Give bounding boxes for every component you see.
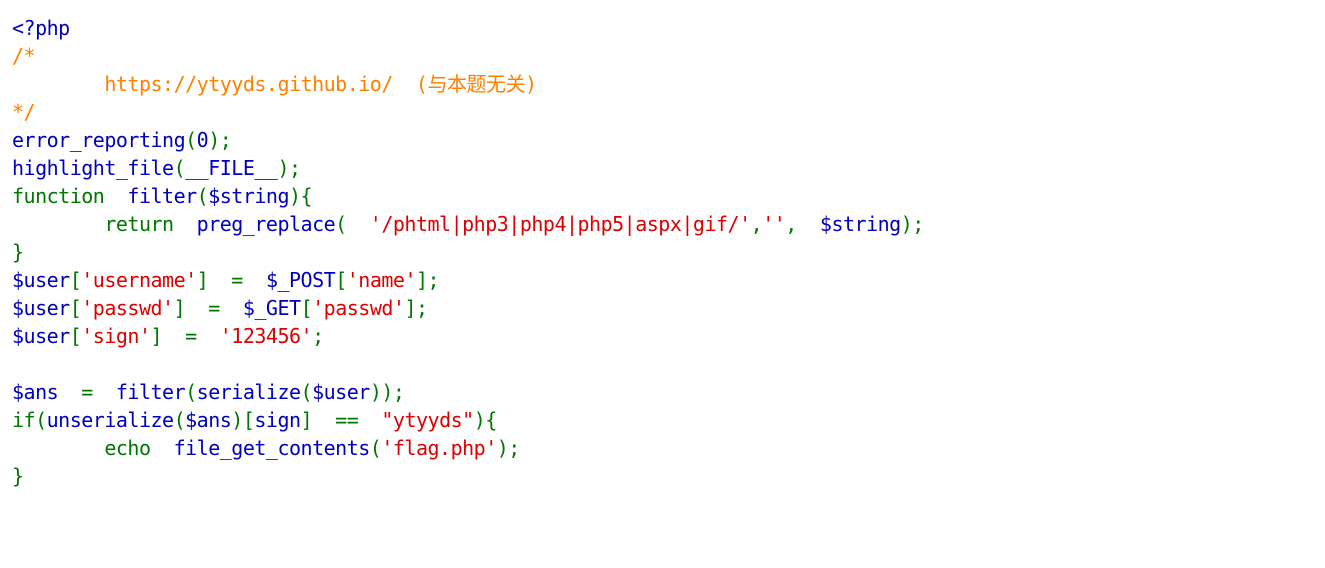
code-token: error_reporting [12, 128, 186, 152]
code-token: /* [12, 44, 36, 68]
code-token: function [12, 184, 128, 208]
code-token: } [12, 464, 24, 488]
code-token: 'flag.php' [381, 436, 497, 460]
code-line [12, 350, 924, 378]
code-token: '123456' [219, 324, 313, 348]
code-token: return [12, 212, 197, 236]
code-token: 'passwd' [81, 296, 174, 320]
code-line: /* [12, 42, 924, 70]
code-token: ); [277, 156, 301, 180]
code-token: unserialize [46, 408, 174, 432]
code-line: echo file_get_contents('flag.php'); [12, 434, 924, 462]
code-token: ( [185, 380, 197, 404]
code-token: '/phtml|php3|php4|php5|aspx|gif/' [369, 212, 751, 236]
code-line: $user['sign'] = '123456'; [12, 322, 924, 350]
code-token: serialize [196, 380, 301, 404]
code-token: */ [12, 100, 36, 124]
code-token: https://ytyyds.github.io/ (与本题无关) [12, 72, 537, 96]
code-token: 'name' [346, 268, 417, 292]
code-token: [ [69, 296, 82, 320]
code-line: error_reporting(0); [12, 126, 924, 154]
code-token: [ [300, 296, 313, 320]
code-token: $user [12, 268, 70, 292]
code-token: $ans [12, 380, 82, 404]
code-token: = [81, 380, 116, 404]
code-token: $_POST [265, 268, 336, 292]
code-token: '' [762, 212, 786, 236]
code-token: ); [208, 128, 232, 152]
code-token: __FILE__ [185, 156, 278, 180]
code-token: , [750, 212, 763, 236]
code-line: */ [12, 98, 924, 126]
code-token: $_GET [242, 296, 301, 320]
code-line: } [12, 238, 924, 266]
code-token: ( [173, 156, 186, 180]
code-token: ( [173, 408, 186, 432]
code-token: filter [127, 184, 197, 208]
code-token: ( [196, 184, 209, 208]
code-line: <?php [12, 14, 924, 42]
code-token: ]; [415, 268, 440, 292]
code-line: highlight_file(__FILE__); [12, 154, 924, 182]
code-token: ( [335, 212, 370, 236]
source-code-view: <?php /* https://ytyyds.github.io/ (与本题无关… [12, 14, 924, 490]
code-token: )[ [231, 408, 255, 432]
code-line: $user['username'] = $_POST['name']; [12, 266, 924, 294]
code-token: $user [12, 324, 70, 348]
code-token: if( [12, 408, 47, 432]
code-token: 'username' [81, 268, 197, 292]
code-line: $ans = filter(serialize($user)); [12, 378, 924, 406]
code-token: ] = [196, 268, 266, 292]
code-token: 0 [196, 128, 209, 152]
code-token: ); [900, 212, 925, 236]
code-token: ){ [289, 184, 313, 208]
code-line: if(unserialize($ans)[sign] == "ytyyds"){ [12, 406, 924, 434]
code-token: echo [12, 436, 174, 460]
code-token: sign [254, 408, 301, 432]
code-token: [ [69, 324, 82, 348]
code-token: $string [208, 184, 290, 208]
code-token: highlight_file [12, 156, 174, 180]
code-line: return preg_replace( '/phtml|php3|php4|p… [12, 210, 924, 238]
code-token: [ [69, 268, 82, 292]
code-token: ; [312, 324, 324, 348]
code-token: 'passwd' [312, 296, 405, 320]
code-token: )); [369, 380, 405, 404]
code-token: ] = [150, 324, 220, 348]
code-line: } [12, 462, 924, 490]
code-token: ( [185, 128, 197, 152]
code-token: } [12, 240, 24, 264]
code-token: ( [300, 380, 313, 404]
code-token: file_get_contents [173, 436, 371, 460]
code-line: function filter($string){ [12, 182, 924, 210]
code-token: $user [12, 296, 70, 320]
code-token: "ytyyds" [381, 408, 474, 432]
code-token: ); [496, 436, 521, 460]
code-token: preg_replace [196, 212, 336, 236]
code-token: ] == [300, 408, 382, 432]
code-token: ){ [473, 408, 498, 432]
code-token: ] = [173, 296, 243, 320]
code-token: , [785, 212, 820, 236]
code-token: [ [335, 268, 347, 292]
code-token: 'sign' [81, 324, 151, 348]
code-token: filter [115, 380, 186, 404]
code-token: <?php [12, 16, 70, 40]
code-token: ]; [404, 296, 428, 320]
code-token: $user [312, 380, 370, 404]
code-token: $ans [185, 408, 232, 432]
code-line: https://ytyyds.github.io/ (与本题无关) [12, 70, 924, 98]
code-line: $user['passwd'] = $_GET['passwd']; [12, 294, 924, 322]
code-token: ( [369, 436, 382, 460]
code-token: $string [819, 212, 901, 236]
